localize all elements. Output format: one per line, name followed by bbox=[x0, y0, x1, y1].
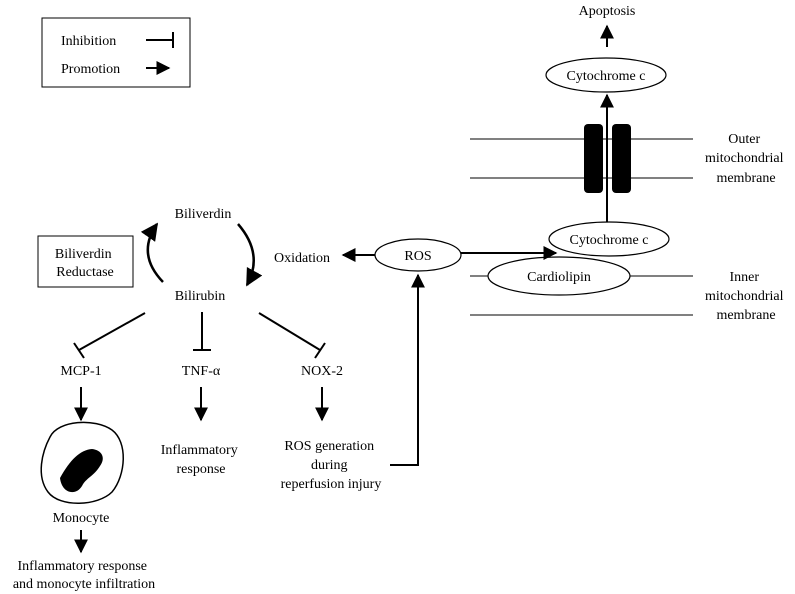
ros-generation-to-ros-arrow bbox=[390, 273, 425, 466]
monocyte-label: Monocyte bbox=[53, 511, 110, 526]
bilirubin-to-biliverdin-arrow bbox=[140, 222, 164, 283]
inner-membrane-label: Inner mitochondrial membrane bbox=[705, 270, 787, 323]
cardiolipin-label: Cardiolipin bbox=[527, 270, 591, 285]
monocyte-cell-icon bbox=[40, 421, 124, 504]
cytochrome-c-inner-label: Cytochrome c bbox=[570, 233, 649, 248]
bilirubin-label: Bilirubin bbox=[175, 289, 226, 304]
cytochrome-c-outer-label: Cytochrome c bbox=[567, 69, 646, 84]
biliverdin-to-bilirubin-arrow bbox=[237, 223, 263, 287]
legend-box bbox=[41, 17, 191, 88]
monocyte-outcome-label: Inflammatory response and monocyte infil… bbox=[13, 559, 155, 592]
cytochrome-c-outer-node bbox=[545, 57, 667, 93]
legend: Inhibition Promotion bbox=[41, 17, 191, 88]
biliverdin-reductase-box bbox=[37, 235, 134, 288]
bilirubin-inhibits-tnf bbox=[193, 312, 211, 351]
legend-promotion-label: Promotion bbox=[61, 62, 120, 77]
biliverdin-reductase-label: Biliverdin Reductase bbox=[55, 247, 115, 280]
mcp1-label: MCP-1 bbox=[60, 364, 101, 379]
ros-generation-label: ROS generation during reperfusion injury bbox=[281, 439, 382, 492]
ros-label: ROS bbox=[404, 249, 431, 264]
cytochrome-c-inner-node bbox=[548, 221, 670, 257]
membrane-channel-icon bbox=[584, 124, 631, 193]
bilirubin-inhibits-nox2 bbox=[258, 312, 326, 359]
biliverdin-label: Biliverdin bbox=[175, 207, 232, 222]
tnf-alpha-label: TNF-α bbox=[182, 364, 221, 379]
inflammatory-response-label: Inflammatory response bbox=[161, 443, 241, 477]
nox2-label: NOX-2 bbox=[301, 364, 343, 379]
cardiolipin-node bbox=[487, 256, 631, 296]
bilirubin-inhibits-mcp1 bbox=[73, 312, 146, 359]
outer-membrane-label: Outer mitochondrial membrane bbox=[705, 132, 787, 186]
legend-inhibition-label: Inhibition bbox=[61, 34, 116, 49]
apoptosis-label: Apoptosis bbox=[579, 4, 636, 19]
oxidation-label: Oxidation bbox=[274, 251, 330, 266]
inhibition-symbol-icon bbox=[146, 32, 174, 48]
